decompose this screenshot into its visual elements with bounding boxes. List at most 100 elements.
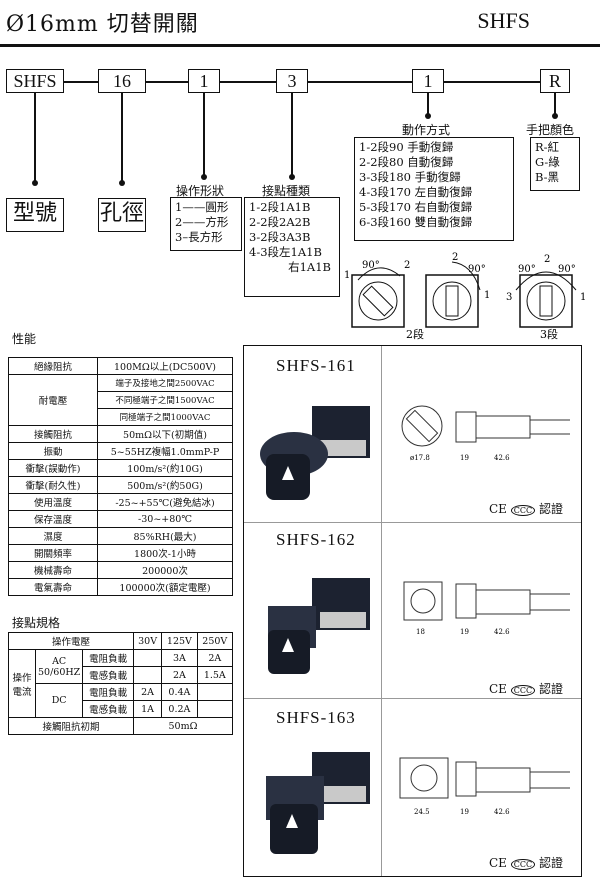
table-row: 電感負載 1A 0.2A bbox=[9, 700, 234, 718]
cell-value bbox=[196, 683, 234, 701]
shape-option: 2——方形 bbox=[175, 215, 229, 229]
spec-value: 同極端子之間1000VAC bbox=[97, 408, 233, 426]
table-row: 耐電壓端子及接地之間2500VAC bbox=[8, 374, 233, 426]
product-drawing: 18 19 42.6 bbox=[403, 581, 570, 636]
code-contact-box: 3 bbox=[276, 69, 308, 93]
dim-label: 42.6 bbox=[494, 808, 510, 816]
drop-dot bbox=[119, 180, 125, 186]
op-current-label: 操作電流 bbox=[8, 649, 36, 718]
spec-value: 100m/s²(約10G) bbox=[97, 459, 233, 477]
res-load-label: 電阻負載 bbox=[82, 649, 134, 667]
pos-label: 1 bbox=[580, 292, 586, 303]
drop-dot bbox=[201, 174, 207, 180]
product-drawing: 24.5 19 42.6 bbox=[399, 757, 570, 816]
drop-line bbox=[203, 93, 205, 175]
cell-value: 1A bbox=[132, 700, 163, 718]
ac-label: AC 50/60HZ bbox=[34, 649, 84, 684]
panel-divider bbox=[244, 522, 581, 523]
code-shape-box: 1 bbox=[188, 69, 220, 93]
color-list: R-紅 G-綠 B-黑 bbox=[530, 137, 580, 191]
product-name: SHFS-163 bbox=[276, 708, 356, 727]
rotation-diagram-2a bbox=[351, 267, 405, 328]
code-connector-line bbox=[60, 81, 560, 83]
init-res-label: 接觸阻抗初期 bbox=[8, 717, 134, 735]
shape-title: 操作形狀 bbox=[176, 184, 225, 198]
spec-value: 500m/s²(約50G) bbox=[97, 476, 233, 494]
angle-label: 90° bbox=[558, 264, 576, 275]
contact-list: 1-2段1A1B 2-2段2A2B 3-2段3A3B 4-3段左1A1B 右1A… bbox=[244, 197, 340, 297]
cert-text: 認證 bbox=[538, 682, 563, 696]
table-row: 接觸阻抗初期 50mΩ bbox=[8, 717, 234, 735]
spec-key: 保存溫度 bbox=[8, 510, 98, 528]
table-row: 操作電壓 30V 125V 250V bbox=[8, 632, 234, 650]
drop-line bbox=[291, 93, 293, 175]
pos-label: 1 bbox=[484, 290, 490, 301]
spec-key: 電氣壽命 bbox=[8, 578, 98, 596]
rotation-diagram-2b bbox=[425, 261, 481, 328]
action-option: 3-3段180 手動復歸 bbox=[359, 170, 461, 184]
contact-option: 4-3段左1A1B bbox=[249, 245, 322, 259]
cell-value: 2A bbox=[161, 666, 198, 684]
drop-dot bbox=[32, 180, 38, 186]
rotation-diagrams: 90° 1 2 2 90° 1 90° 90° 3 2 1 2段 3段 bbox=[344, 252, 586, 340]
contact-option: 2-2段2A2B bbox=[249, 215, 311, 229]
cert-text: 認證 bbox=[538, 856, 563, 870]
table-row: 衝擊(耐久性)500m/s²(約50G) bbox=[8, 476, 233, 494]
table-row: 保存溫度-30~+80℃ bbox=[8, 510, 233, 528]
performance-title: 性能 bbox=[12, 332, 37, 346]
product-drawing: ø17.8 19 42.6 bbox=[401, 405, 570, 462]
spec-key: 開關頻率 bbox=[8, 544, 98, 562]
contact-spec-table: 操作電壓 30V 125V 250V 操作電流 AC 50/60HZ 電阻負載 … bbox=[8, 632, 234, 735]
product-panel: SHFS-161 ø17.8 19 42.6 CE CCC 認證 SHFS-16… bbox=[243, 345, 582, 877]
product-name: SHFS-162 bbox=[276, 530, 356, 549]
color-title: 手把顏色 bbox=[526, 123, 575, 137]
contact-option: 1-2段1A1B bbox=[249, 200, 311, 214]
dc-label: DC bbox=[34, 683, 84, 718]
ce-mark: CE bbox=[489, 856, 507, 870]
action-option: 2-2段80 自動復歸 bbox=[359, 155, 454, 169]
panel-divider bbox=[381, 346, 382, 876]
cell-value: 2A bbox=[196, 649, 234, 667]
cell-value: 0.4A bbox=[161, 683, 198, 701]
cell-value bbox=[196, 700, 234, 718]
voltage-250: 250V bbox=[196, 632, 234, 650]
table-row: DC 電阻負載 2A 0.4A bbox=[9, 683, 234, 718]
pos-label: 2 bbox=[544, 254, 550, 265]
dim-label: 24.5 bbox=[414, 808, 430, 816]
stage-3-label: 3段 bbox=[540, 327, 558, 340]
spec-value: 200000次 bbox=[97, 561, 233, 579]
table-row: 電感負載 2A 1.5A bbox=[9, 666, 234, 684]
voltage-30: 30V bbox=[132, 632, 163, 650]
spec-key: 機械壽命 bbox=[8, 561, 98, 579]
stage-2-label: 2段 bbox=[406, 327, 424, 340]
init-res-value: 50mΩ bbox=[132, 717, 234, 735]
spec-value: 不同極端子之間1500VAC bbox=[97, 391, 233, 409]
shape-option: 3–長方形 bbox=[175, 230, 223, 244]
code-action-box: 1 bbox=[412, 69, 444, 93]
drop-line bbox=[554, 93, 556, 115]
dim-label: 42.6 bbox=[494, 454, 510, 462]
angle-label: 90° bbox=[362, 260, 380, 271]
table-row: 衝擊(誤動作)100m/s²(約10G) bbox=[8, 459, 233, 477]
contact-option: 3-2段3A3B bbox=[249, 230, 311, 244]
dim-label: 18 bbox=[416, 628, 425, 636]
contact-title: 接點種類 bbox=[262, 184, 311, 198]
spec-key: 衝擊(誤動作) bbox=[8, 459, 98, 477]
contact-option: 右1A1B bbox=[288, 260, 331, 274]
color-option: R-紅 bbox=[535, 140, 560, 154]
spec-value: 100MΩ以上(DC500V) bbox=[97, 357, 233, 375]
shape-option: 1——圓形 bbox=[175, 200, 229, 214]
table-row: 使用溫度-25~+55℃(避免結冰) bbox=[8, 493, 233, 511]
action-option: 5-3段170 右自動復歸 bbox=[359, 200, 473, 214]
certification: CE CCC 認證 bbox=[489, 500, 563, 517]
spec-key: 使用溫度 bbox=[8, 493, 98, 511]
cell-value: 0.2A bbox=[161, 700, 198, 718]
ce-mark: CE bbox=[489, 502, 507, 516]
table-row: 操作電流 AC 50/60HZ 電阻負載 3A 2A bbox=[8, 649, 234, 718]
angle-label: 90° bbox=[518, 264, 536, 275]
